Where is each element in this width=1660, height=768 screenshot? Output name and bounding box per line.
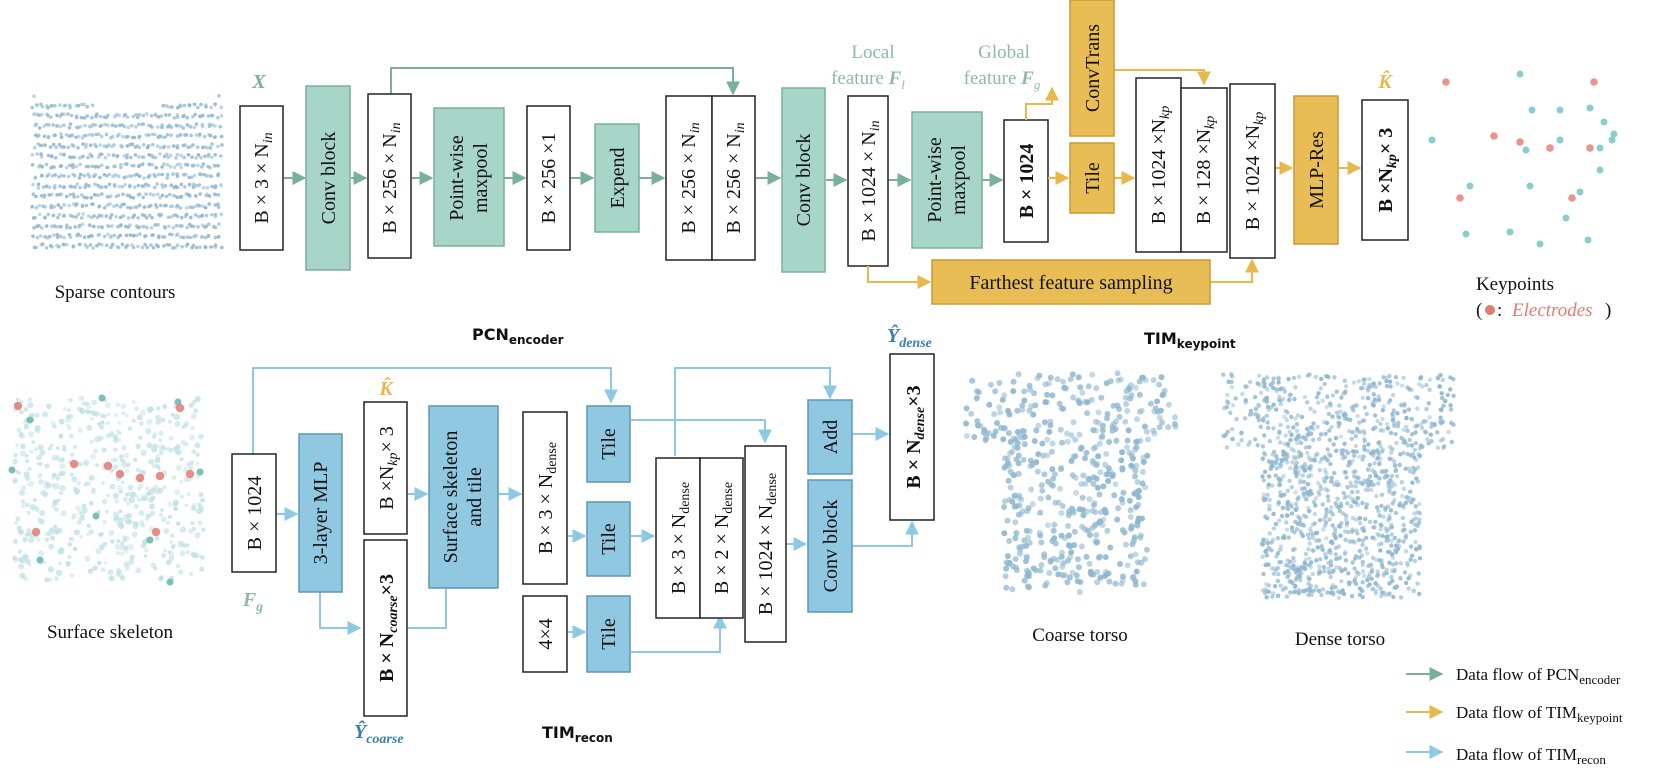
coarse-torso-caption: Coarse torso bbox=[1032, 625, 1128, 646]
tim-keypoint-label: TIMkeypoint bbox=[1144, 329, 1236, 351]
svg-text::: : bbox=[1497, 300, 1502, 321]
conv-block-2: Conv block bbox=[793, 134, 815, 227]
dense-b3-tensor: B × 3 × Ndense bbox=[535, 442, 560, 554]
keypoint-boxes: ConvTrans Tile B × 1024 ×Nkp B × 128 ×Nk… bbox=[931, 0, 1409, 305]
recon-tile-1: Tile bbox=[598, 428, 620, 460]
concat-tensor-b: B × 256 × Nin bbox=[723, 122, 748, 233]
concat-b3-dense: B × 3 × Ndense bbox=[668, 482, 693, 594]
coarse-output-tensor: B × Ncoarse×3 bbox=[376, 574, 401, 682]
svg-text:Local: Local bbox=[851, 42, 894, 63]
kp-tensor-128: B × 128 ×Nkp bbox=[1193, 116, 1218, 225]
conv-block-1: Conv block bbox=[318, 132, 340, 225]
expand-block: Expend bbox=[607, 147, 629, 208]
recon-tile-2: Tile bbox=[598, 523, 620, 555]
concat-tensor-a: B × 256 × Nin bbox=[678, 122, 703, 233]
tensor-1024-label: B × 1024 × Nin bbox=[858, 120, 883, 241]
concat-b2-dense: B × 2 × Ndense bbox=[711, 482, 736, 594]
k-hat-symbol: K̂ bbox=[1377, 69, 1393, 93]
y-coarse-symbol: Ŷcoarse bbox=[354, 719, 404, 747]
encoder-boxes: B × 3 × Nin Conv block B × 256 × Nin Poi… bbox=[239, 85, 1049, 273]
recon-boxes: B × 1024 3-layer MLP B ×Nkp× 3 B × Ncoar… bbox=[231, 353, 935, 717]
tensor-256x1-label: B × 256 ×1 bbox=[538, 133, 560, 224]
local-feature-label: Local feature Fl bbox=[831, 42, 905, 92]
recon-conv-block: Conv block bbox=[820, 500, 842, 593]
recon-keypoint-input: B ×Nkp× 3 bbox=[376, 426, 401, 510]
add-block: Add bbox=[820, 420, 842, 454]
legend-tim-recon: Data flow of TIMrecon bbox=[1406, 745, 1606, 767]
legend-tim-keypoint: Data flow of TIMkeypoint bbox=[1406, 703, 1623, 725]
dense-output-tensor: B × Ndense×3 bbox=[903, 385, 928, 488]
electrode-marker-icon bbox=[1485, 305, 1495, 315]
y-dense-symbol: Ŷdense bbox=[887, 323, 932, 351]
electrodes-label: Electrodes bbox=[1511, 300, 1593, 321]
legend-pcn-encoder: Data flow of PCNencoder bbox=[1406, 665, 1621, 687]
keypoint-tile-block: Tile bbox=[1082, 162, 1104, 194]
svg-text:(: ( bbox=[1476, 300, 1482, 321]
recon-tile-3: Tile bbox=[598, 618, 620, 650]
global-feature-label: Global feature Fg bbox=[964, 42, 1041, 92]
keypoints-caption: Keypoints bbox=[1476, 274, 1554, 295]
dense-torso-image bbox=[1221, 372, 1456, 601]
keypoint-flow-lines bbox=[867, 69, 1362, 289]
keypoint-output-tensor: B ×Nkp× 3 bbox=[1375, 128, 1400, 213]
mlp-res-block: MLP-Res bbox=[1306, 131, 1328, 209]
svg-text:feature Fg: feature Fg bbox=[964, 68, 1041, 92]
three-layer-mlp-block: 3-layer MLP bbox=[310, 462, 332, 565]
sparse-contours-caption: Sparse contours bbox=[55, 282, 176, 303]
kp-tensor-1024-b: B × 1024 ×Nkp bbox=[1242, 112, 1267, 231]
farthest-feature-sampling-block: Farthest feature sampling bbox=[969, 272, 1172, 294]
keypoints-image bbox=[1428, 70, 1618, 248]
global-feature-tensor: B × 1024 bbox=[1016, 144, 1038, 219]
tim-recon-label: TIMrecon bbox=[542, 723, 613, 745]
k-hat-recon-symbol: K̂ bbox=[378, 376, 394, 400]
kp-tensor-1024: B × 1024 ×Nkp bbox=[1148, 106, 1173, 225]
pcn-encoder-label: PCNencoder bbox=[472, 325, 564, 347]
svg-text:Data flow of PCNencoder: Data flow of PCNencoder bbox=[1456, 665, 1621, 687]
grid-4x4: 4×4 bbox=[535, 618, 557, 649]
tensor-256-label: B × 256 × Nin bbox=[379, 122, 404, 233]
fg-symbol: Fg bbox=[242, 589, 263, 615]
concat-b1024-dense: B × 1024 × Ndense bbox=[755, 473, 780, 615]
coarse-torso-image bbox=[963, 370, 1179, 595]
svg-text:Data flow of TIMrecon: Data flow of TIMrecon bbox=[1456, 745, 1606, 767]
legend: Data flow of PCNencoder Data flow of TIM… bbox=[1406, 665, 1623, 767]
input-symbol-x: X bbox=[251, 71, 266, 93]
encoder-flow-lines bbox=[284, 67, 1004, 187]
recon-flow-lines bbox=[252, 367, 919, 653]
input-tensor-label: B × 3 × Nin bbox=[251, 132, 276, 223]
svg-text:Data flow of TIMkeypoint: Data flow of TIMkeypoint bbox=[1456, 703, 1623, 725]
dense-torso-caption: Dense torso bbox=[1295, 629, 1385, 650]
surface-skeleton-caption: Surface skeleton bbox=[47, 622, 174, 643]
convtrans-block: ConvTrans bbox=[1082, 24, 1104, 112]
sparse-contours-image bbox=[30, 94, 224, 250]
recon-b1024-tensor: B × 1024 bbox=[244, 476, 266, 551]
svg-text:Global: Global bbox=[978, 42, 1030, 63]
svg-text:): ) bbox=[1605, 300, 1611, 321]
electrode-legend: ( : Electrodes ) bbox=[1476, 300, 1611, 321]
surface-skeleton-image bbox=[8, 394, 206, 586]
svg-text:feature Fl: feature Fl bbox=[831, 68, 905, 92]
